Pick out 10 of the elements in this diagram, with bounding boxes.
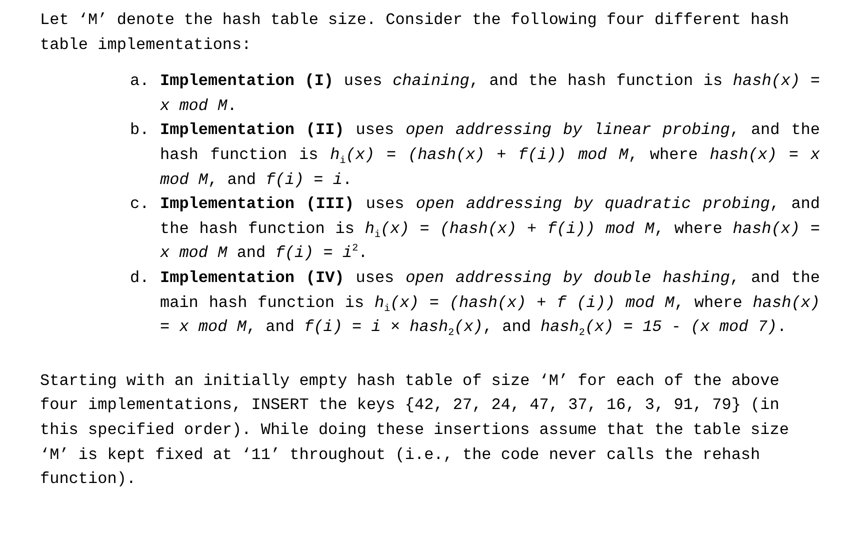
list-item-text: Implementation (I) uses chaining, and the hash function is hash(x) = x mod M. bbox=[160, 71, 820, 117]
list-item-text: Implementation (III) uses open addressing by quadratic probing, and the hash function is h$_{i}$(x) = (hash(x) + f(i)) mod M, where hash(x) = x mod M and f(i) = i$^{2}$. bbox=[160, 194, 820, 264]
paragraph: Starting with an initially empty hash table of size ‘M’ for each of the above four implementations, INSERT the keys {42, 27, 24, 47, 37, 16, 3, 91, 79} (in this specified order). While doing these insertions assume that the table size ‘M’ is kept fixed at ‘11’ throughout (i.e., the code never calls the rehash function). bbox=[40, 370, 790, 490]
paragraph: Let ‘M’ denote the hash table size. Consider the following four different hash table implementations: bbox=[40, 10, 790, 56]
list-marker: b. bbox=[130, 120, 150, 142]
list-marker: d. bbox=[130, 268, 150, 289]
list-marker: a. bbox=[130, 71, 150, 92]
list-marker: c. bbox=[130, 194, 150, 216]
list-item-text: Implementation (IV) uses open addressing by double hashing, and the main hash function is h$_{i}$(x) = (hash(x) + f (i)) mod M, where hash(x) = x mod M, and f(i) = i × hash$_{2}$(x), and hash$_{2}$(x) = 15 - (x mod 7). bbox=[160, 268, 820, 340]
list-item-text: Implementation (II) uses open addressing by linear probing, and the hash function is h$_{i}$(x) = (hash(x) + f(i)) mod M, where hash(x) = x mod M, and f(i) = i. bbox=[160, 120, 820, 191]
